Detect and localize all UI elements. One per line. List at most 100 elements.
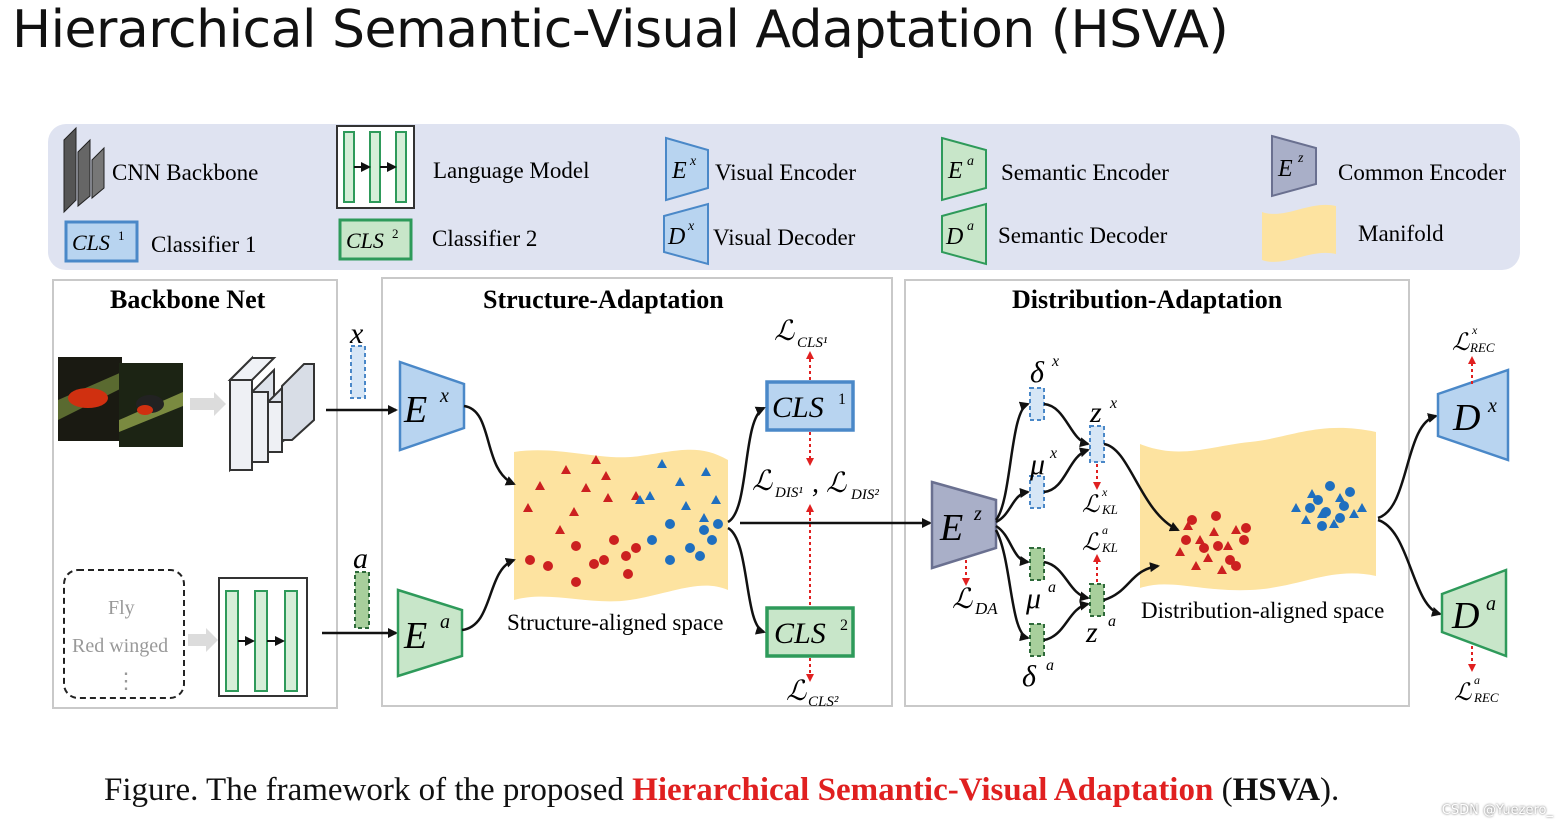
red-triangle xyxy=(1217,565,1227,574)
loss-cls1: ℒ CLS¹ xyxy=(774,316,828,351)
svg-text:z: z xyxy=(1085,616,1098,649)
svg-text:z: z xyxy=(1089,396,1102,429)
svg-text:KL: KL xyxy=(1101,540,1118,555)
red-triangle xyxy=(603,493,613,502)
delta-a-vector xyxy=(1029,623,1045,657)
visual-encoder-node: E x xyxy=(398,360,466,452)
red-triangle xyxy=(1183,521,1193,530)
svg-text:ℒ: ℒ xyxy=(952,584,973,615)
svg-text:E: E xyxy=(403,389,427,431)
red-dot xyxy=(623,569,633,579)
distribution-panel-title: Distribution-Adaptation xyxy=(1012,285,1283,314)
gray-arrow-bottom xyxy=(188,628,218,652)
classifier2-icon: CLS 2 xyxy=(338,218,413,261)
svg-text:E: E xyxy=(671,158,687,184)
z-a-to-manifold xyxy=(1103,562,1160,602)
red-dot xyxy=(571,577,581,587)
red-triangle xyxy=(569,507,579,516)
mu-a-vector xyxy=(1029,547,1045,581)
red-triangle xyxy=(1175,547,1185,556)
svg-text:x: x xyxy=(689,154,697,169)
blue-dot xyxy=(1345,487,1355,497)
red-triangle xyxy=(591,455,601,464)
page-title: Hierarchical Semantic-Visual Adaptation … xyxy=(12,0,1229,60)
legend-manifold: Manifold xyxy=(1358,221,1444,246)
blue-triangle xyxy=(1329,519,1339,528)
blue-triangle xyxy=(635,495,645,504)
z-x-vector xyxy=(1089,425,1105,463)
svg-text:x: x xyxy=(687,219,695,234)
attribute-word-1: Fly xyxy=(108,597,135,619)
classifier2-node: CLS 2 xyxy=(765,606,855,658)
legend-panel xyxy=(48,124,1520,270)
figure-caption: Figure. The framework of the proposed Hi… xyxy=(104,772,1339,809)
z-a-vector xyxy=(1089,583,1105,617)
blue-triangle xyxy=(645,491,655,500)
svg-text:DIS¹: DIS¹ xyxy=(774,485,803,501)
cnn-backbone-large xyxy=(227,355,315,473)
blue-triangle xyxy=(1291,503,1301,512)
blue-dot xyxy=(665,519,675,529)
svg-text:KL: KL xyxy=(1101,502,1118,517)
svg-text:μ: μ xyxy=(1025,582,1041,615)
feature-a-vector xyxy=(354,571,370,629)
legend-classifier2: Classifier 2 xyxy=(432,226,537,251)
svg-text:E: E xyxy=(939,507,963,549)
blue-dot xyxy=(1335,513,1345,523)
attribute-word-2: Red winged xyxy=(72,635,168,657)
visual-decoder-icon: D x xyxy=(663,202,709,266)
distribution-manifold xyxy=(1140,427,1376,591)
blue-triangle xyxy=(1307,489,1317,498)
svg-text:REC: REC xyxy=(1469,340,1495,355)
blue-dot xyxy=(713,519,723,529)
delta-x-label: δ x xyxy=(1030,353,1059,389)
blue-triangle xyxy=(1357,503,1367,512)
attribute-word-ellipsis: ⋮ xyxy=(115,668,137,693)
svg-text:a: a xyxy=(1474,673,1480,687)
svg-text:a: a xyxy=(1046,657,1054,674)
svg-text:DIS²: DIS² xyxy=(850,487,879,503)
blue-triangle xyxy=(657,459,667,468)
semantic-encoder-node: E a xyxy=(396,588,464,678)
branch-to-delta-a xyxy=(994,529,1030,642)
svg-text:x: x xyxy=(1471,323,1478,337)
common-encoder-icon: E z xyxy=(1271,134,1317,198)
svg-text:CLS: CLS xyxy=(72,230,110,255)
structure-panel-title: Structure-Adaptation xyxy=(483,285,724,314)
red-triangle xyxy=(561,465,571,474)
svg-text:D: D xyxy=(667,224,685,250)
loss-cls2: ℒ CLS² xyxy=(786,676,839,710)
caption-bold: HSVA xyxy=(1232,772,1321,808)
red-dot xyxy=(571,541,581,551)
red-dot xyxy=(1211,511,1221,521)
svg-text:a: a xyxy=(967,154,974,169)
mu-x-label: μ x xyxy=(1029,445,1057,481)
red-triangle xyxy=(581,483,591,492)
loss-dis: ℒ DIS¹ , ℒ DIS² xyxy=(752,466,879,503)
red-triangle xyxy=(601,471,611,480)
svg-text:CLS²: CLS² xyxy=(808,694,839,710)
distribution-points xyxy=(1175,481,1367,574)
blue-triangle xyxy=(675,477,685,486)
red-dot xyxy=(543,561,553,571)
backbone-panel-title: Backbone Net xyxy=(110,285,266,314)
svg-text:x: x xyxy=(1487,395,1497,417)
red-dot xyxy=(1241,523,1251,533)
svg-text:x: x xyxy=(1049,445,1057,462)
red-triangle xyxy=(555,525,565,534)
svg-text:a: a xyxy=(967,219,974,234)
branch-to-delta-x xyxy=(994,401,1030,521)
blue-triangle xyxy=(1349,509,1359,518)
language-model-icon xyxy=(336,125,415,209)
svg-text:a: a xyxy=(1048,579,1056,596)
z-x-label: z x xyxy=(1089,395,1117,429)
svg-text:REC: REC xyxy=(1473,690,1499,705)
visual-encoder-icon: E x xyxy=(665,136,709,202)
arrow-to-da xyxy=(1377,518,1442,617)
caption-highlight: Hierarchical Semantic-Visual Adaptation xyxy=(632,772,1214,808)
red-triangle xyxy=(1203,553,1213,562)
svg-text:2: 2 xyxy=(392,226,399,241)
svg-text:ℒ: ℒ xyxy=(752,466,773,497)
delta-x-to-z xyxy=(1043,402,1090,448)
